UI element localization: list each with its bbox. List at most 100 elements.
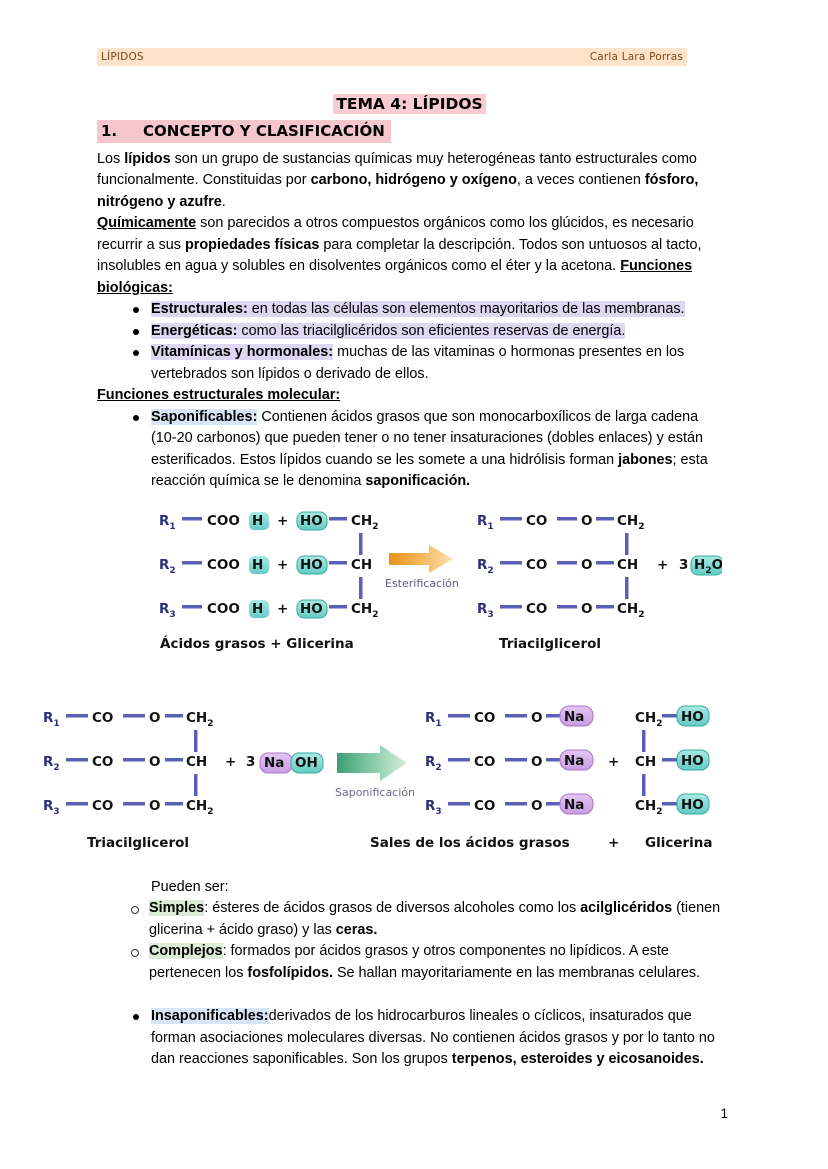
svg-text:CH2: CH2 (635, 798, 662, 817)
bio-text-estructurales: en todas las células son elementos mayor… (247, 301, 685, 318)
pueden-ser-text: Pueden ser: (151, 878, 229, 895)
saponificables-bold-jabones: jabones (618, 451, 673, 468)
intro-bold-lipidos: lípidos (124, 150, 171, 167)
bio-term-estructurales: Estructurales: (151, 301, 248, 318)
intro-text-e: , a veces contienen (516, 172, 645, 189)
list-item: Saponificables: Contienen ácidos grasos … (131, 407, 722, 493)
esterification-svg: R1 COO H + HO CH2 R2 COO H (159, 511, 722, 652)
list-item: Vitamínicas y hormonales: muchas de las … (131, 342, 722, 385)
intro-text-g: . (221, 193, 226, 210)
svg-text:+: + (277, 601, 288, 617)
simples-bold-acilgliceridos: acilglicéridos (580, 900, 673, 917)
svg-text:O: O (581, 601, 592, 617)
insaponificables-text-1: derivados de los hidrocarburos lineales … (151, 1008, 715, 1068)
esterification-arrow-label: Esterificación (385, 577, 459, 590)
svg-text:O: O (149, 710, 160, 726)
section-number: 1. (101, 122, 118, 141)
simples-text-3: (tienen glicerina + ácido graso) y las (149, 900, 721, 938)
insaponificables-bold-grupos: terpenos, esteroides y eicosanoides. (451, 1051, 704, 1068)
saponificables-text-3: ; esta reacción química se le denomina (151, 451, 708, 490)
svg-text:3: 3 (246, 754, 255, 770)
svg-text:R2: R2 (159, 557, 176, 576)
section-label: CONCEPTO Y CLASIFICACIÓN (143, 122, 385, 141)
svg-text:+: + (657, 557, 668, 573)
saponificables-bold-saponificacion: saponificación. (365, 473, 471, 490)
svg-text:O: O (149, 798, 160, 814)
section-heading: 1. CONCEPTO Y CLASIFICACIÓN (97, 120, 391, 143)
saponification-right-caption: Glicerina (645, 835, 713, 851)
document-title: TEMA 4: LÍPIDOS (97, 94, 722, 114)
list-item: Energéticas: como las triacilglicéridos … (131, 321, 722, 343)
bio-text-vitaminicas: muchas de las vitaminas o hormonas prese… (151, 344, 685, 382)
simples-term: Simples (149, 900, 205, 917)
svg-text:HO: HO (300, 601, 323, 617)
svg-text:COO: COO (207, 601, 240, 617)
svg-text:CH2: CH2 (186, 710, 213, 729)
list-item: Complejos: formados por ácidos grasos y … (129, 941, 722, 984)
svg-text:CH: CH (617, 557, 638, 573)
svg-text:Na: Na (564, 797, 584, 813)
saponification-plus-caption: + (608, 835, 619, 851)
svg-text:CH2: CH2 (617, 513, 644, 532)
intro-bold-elements: carbono, hidrógeno y oxígeno (310, 172, 517, 189)
chemistry-paragraph: Químicamente son parecidos a otros compu… (97, 213, 722, 299)
svg-text:HO: HO (300, 557, 323, 573)
bio-term-vitaminicas: Vitamínicas y hormonales: (151, 344, 334, 361)
svg-text:CO: CO (526, 557, 547, 573)
saponification-left-caption: Triacilglicerol (87, 835, 189, 851)
svg-text:H: H (252, 557, 263, 573)
intro-bold-others: fósforo, nitrógeno y azufre (97, 172, 699, 210)
simples-text-1: : ésteres de ácidos grasos de diversos a… (204, 900, 581, 917)
tipos-list: Simples: ésteres de ácidos grasos de div… (97, 898, 722, 984)
document-content: TEMA 4: LÍPIDOS 1. CONCEPTO Y CLASIFICACI… (43, 94, 722, 1071)
svg-text:Na: Na (564, 753, 584, 769)
svg-text:R3: R3 (43, 798, 60, 817)
svg-text:CH: CH (351, 557, 372, 573)
svg-text:H: H (252, 513, 263, 529)
figure-esterification: R1 COO H + HO CH2 R2 COO H (97, 503, 722, 658)
svg-text:CH2: CH2 (351, 601, 378, 620)
chem-text-d: para completar la descripción. Todos son… (97, 236, 702, 275)
svg-text:R2: R2 (43, 754, 60, 773)
esterification-left-caption: Ácidos grasos + Glicerina (160, 635, 354, 652)
figure-saponification: R1 CO O CH2 R2 CO O CH (25, 700, 725, 855)
intro-text-a: Los (97, 150, 125, 167)
document-title-text: TEMA 4: LÍPIDOS (333, 94, 486, 114)
svg-text:CH2: CH2 (351, 513, 378, 532)
svg-text:CO: CO (474, 754, 495, 770)
svg-text:CH2: CH2 (635, 710, 662, 729)
saponification-arrow-label: Saponificación (335, 786, 415, 799)
svg-text:CH: CH (186, 754, 207, 770)
svg-text:R2: R2 (425, 754, 442, 773)
complejos-text-3: Se hallan mayoritariamente en las membra… (332, 964, 701, 981)
svg-text:+: + (608, 754, 619, 770)
chem-bold-propiedades: propiedades físicas (184, 236, 320, 253)
molecular-heading-text: Funciones estructurales molecular: (97, 387, 341, 404)
saponificables-list: Saponificables: Contienen ácidos grasos … (97, 407, 722, 493)
insaponificables-term: Insaponificables: (151, 1008, 269, 1025)
page-number: 1 (720, 1106, 728, 1121)
quimicamente-underline: Químicamente (97, 215, 197, 232)
svg-text:R1: R1 (43, 710, 60, 729)
list-item: Insaponificables:derivados de los hidroc… (131, 1006, 722, 1071)
complejos-term: Complejos (149, 943, 223, 960)
biological-functions-list: Estructurales: en todas las células son … (97, 299, 722, 385)
svg-text:3: 3 (679, 557, 688, 573)
saponificables-text-1: Contienen ácidos grasos que son monocarb… (151, 408, 703, 468)
svg-text:H2O: H2O (694, 557, 722, 576)
svg-text:O: O (581, 557, 592, 573)
funciones-biologicas-heading: Funciones biológicas: (97, 258, 693, 296)
insaponificables-list: Insaponificables:derivados de los hidroc… (97, 1006, 722, 1071)
svg-text:O: O (149, 754, 160, 770)
list-item: Simples: ésteres de ácidos grasos de div… (129, 898, 722, 941)
svg-text:+: + (277, 557, 288, 573)
complejos-bold-fosfolipidos: fosfolípidos. (247, 964, 333, 981)
svg-text:CO: CO (526, 513, 547, 529)
svg-text:O: O (531, 798, 542, 814)
svg-text:+: + (225, 754, 236, 770)
svg-text:R3: R3 (425, 798, 442, 817)
saponification-mid-caption: Sales de los ácidos grasos (370, 835, 570, 851)
svg-text:HO: HO (681, 709, 704, 725)
svg-text:HO: HO (681, 797, 704, 813)
intro-text-c: son un grupo de sustancias químicas muy … (97, 150, 697, 189)
